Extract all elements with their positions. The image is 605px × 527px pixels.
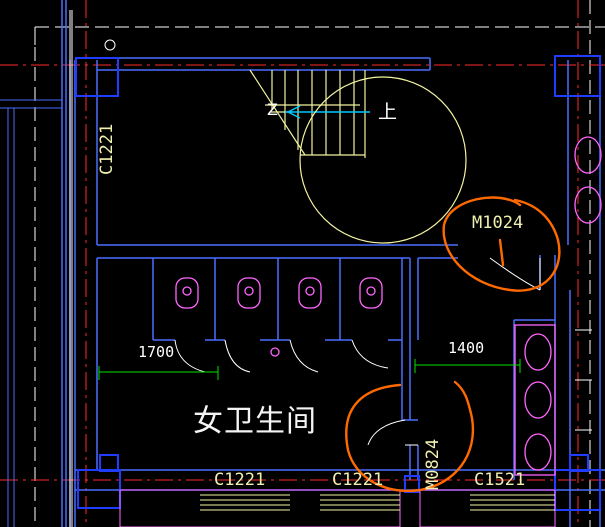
stair-direction-arrow (285, 105, 370, 119)
window-label-bottom-mid: C1221 (332, 470, 384, 490)
squat-toilet-2 (237, 277, 261, 309)
annotation-circle-upper (442, 196, 561, 292)
floor-drain (270, 347, 280, 357)
outer-dashed-boundary (34, 0, 605, 527)
orange-annotations (345, 196, 561, 493)
right-fixtures (575, 329, 592, 431)
wash-basins (514, 136, 602, 476)
stair-radius-circle (299, 76, 467, 244)
left-window-frame (0, 99, 62, 527)
stair-mark: Z (267, 100, 278, 119)
dimension-label-right: 1400 (448, 339, 485, 357)
bottom-windows (119, 489, 556, 527)
dimension-lines (98, 359, 521, 380)
door-label-upper: M1024 (472, 213, 524, 233)
door-label-lower: M0824 (423, 438, 443, 490)
dimension-label-left: 1700 (138, 343, 175, 361)
squat-toilet-3 (298, 277, 322, 309)
stair-up-label: 上 (378, 101, 398, 123)
bottom-window-lines (200, 494, 555, 511)
annotation-circle-lower (345, 380, 475, 493)
structural-columns (75, 55, 601, 511)
window-label-left: C1221 (97, 123, 117, 175)
window-label-bottom-right: C1521 (474, 470, 526, 490)
squat-toilet-4 (359, 277, 383, 309)
room-name: 女卫生间 (193, 404, 317, 439)
squat-toilet-1 (175, 277, 199, 309)
window-label-bottom-left: C1221 (214, 470, 266, 490)
walls (61, 0, 605, 527)
squat-toilets (175, 277, 383, 357)
left-wall-detail (34, 10, 116, 527)
